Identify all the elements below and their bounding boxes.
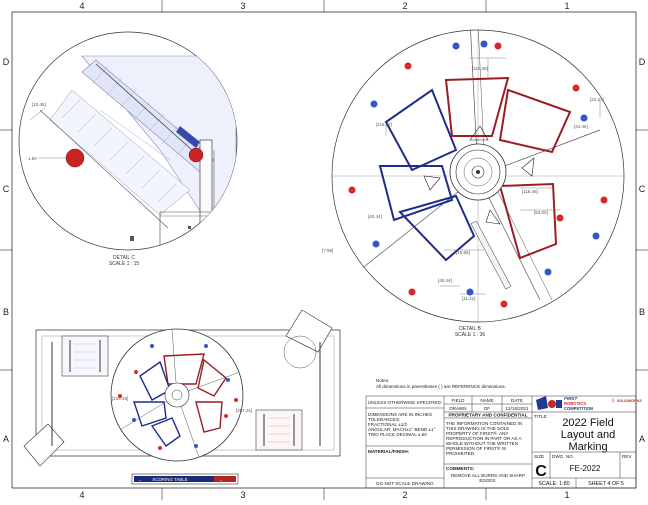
zone-col-3-bottom: 3 — [240, 490, 245, 500]
tb-title-label: TITLE: — [534, 414, 548, 419]
detail-b-label: DETAIL B — [459, 326, 481, 332]
zone-col-2-bottom: 2 — [402, 490, 407, 500]
zone-col-4-bottom: 4 — [79, 490, 84, 500]
left-arrow-icon: ← — [138, 478, 143, 484]
zone-row-b-left: B — [3, 307, 9, 317]
notes-heading: Notes: — [376, 378, 389, 383]
tb-spec-1: DIMENSIONS ARE IN INCHES — [368, 412, 432, 417]
tb-prop-line-2: THIS DRAWING IS THE SOLE — [446, 426, 509, 431]
scoring-table-label: SCORING TABLE — [152, 477, 187, 482]
zone-row-d-right: D — [639, 57, 646, 67]
dim-b-53-00: [53.00] — [534, 210, 548, 215]
dim-b-40-44-bottom: [40.44] — [438, 278, 452, 283]
tb-field-header: FIELD — [451, 398, 465, 403]
detail-c-label: DETAIL C — [113, 255, 135, 261]
tb-prop-line-7: PROHIBITED. — [446, 451, 475, 456]
dim-c-10-45: [10.45] — [32, 102, 46, 107]
tb-name-header: NAME — [480, 398, 493, 403]
tb-spec-4: ANGULAR: MACH±1° BEND ±1° — [368, 427, 436, 432]
zone-row-b-right: B — [639, 307, 645, 317]
detail-b-view: [110.38] [22.47] [116.17] [34.46] [118.4… — [322, 29, 625, 323]
zone-row-a-right: A — [639, 434, 645, 444]
tb-spec-2: TOLERANCES: — [368, 417, 400, 422]
dim-overview-219-25: [219.25] — [112, 396, 128, 401]
dim-b-116-17: [116.17] — [376, 122, 392, 127]
title-block — [365, 395, 637, 489]
tb-spec-5: TWO PLACE DECIMAL ±.50 — [368, 432, 427, 437]
tb-comment-1: REMOVE ALL BURRS AND SHARP — [451, 473, 525, 478]
tb-prop-line-6: PERMISSION OF FIRST® IS — [446, 445, 506, 451]
tb-comment-2: EDGES. — [479, 478, 496, 483]
tb-size-label: SIZE — [534, 454, 544, 459]
zone-col-1-top: 1 — [564, 1, 569, 11]
dim-overview-257-31: [257.31] — [236, 408, 252, 413]
zone-col-1-bottom: 1 — [564, 490, 569, 500]
zone-row-c-left: C — [3, 184, 10, 194]
dim-b-34-46: [34.46] — [574, 124, 588, 129]
tb-drawn: DRAWN — [449, 406, 466, 411]
tb-dwg-label: DWG. NO. — [552, 454, 574, 459]
tb-prop-line-1: THE INFORMATION CONTAINED IN — [446, 421, 522, 426]
dim-b-15-56: [15.56] — [456, 250, 470, 255]
zone-col-2-top: 2 — [402, 1, 407, 11]
dim-b-22-47: [22.47] — [590, 97, 604, 102]
dim-b-118-46: [118.46] — [522, 189, 538, 194]
tb-spec-3: FRACTIONAL ±1/2 — [368, 422, 408, 427]
tb-comments: COMMENTS: — [446, 466, 475, 471]
field-overview: [219.25] [257.31] — [23, 309, 341, 467]
tb-rev-label: REV — [622, 454, 632, 459]
tb-sheet: SHEET 4 OF 5 — [588, 481, 624, 487]
zone-col-3-top: 3 — [240, 1, 245, 11]
sponsor-mark-icon: § — [612, 398, 615, 403]
zone-row-a-left: A — [3, 434, 9, 444]
zone-row-d-left: D — [3, 57, 10, 67]
detail-c-view: [10.45] 1.50 — [18, 31, 238, 251]
dim-b-7-58: [7.58] — [322, 248, 333, 253]
logo-first-text: FIRST — [564, 396, 578, 401]
first-logo: FIRST ROBOTICS COMPETITION — [536, 396, 593, 411]
tb-drawn-date: 12/16/2021 — [506, 406, 529, 411]
tb-unless: UNLESS OTHERWISE SPECIFIED: — [368, 400, 442, 405]
tb-no-scale: DO NOT SCALE DRAWING — [376, 481, 434, 486]
notes-line-1: All dimensions in parentheses ( ) are RE… — [376, 384, 506, 389]
tb-proprietary-title: PROPRIETARY AND CONFIDENTIAL — [448, 413, 527, 418]
sponsor-logo: § SOLIDWORKS — [612, 398, 642, 403]
tb-prop-line-4: REPRODUCTION IN PART OR AS A — [446, 436, 522, 441]
dim-b-110-38: [110.38] — [472, 66, 488, 71]
dim-c-1-50: 1.50 — [28, 156, 37, 161]
tb-prop-line-3: PROPERTY OF FIRST®. ANY — [446, 430, 508, 436]
detail-c-scale: SCALE 1 : 15 — [109, 261, 140, 267]
drawing-title-line-2: Layout and — [561, 429, 615, 441]
dim-b-11-21: [11.21] — [462, 296, 475, 301]
logo-robotics-text: ROBOTICS — [564, 401, 586, 406]
zone-col-4-top: 4 — [79, 1, 84, 11]
tb-size: C — [535, 463, 547, 480]
zone-row-c-right: C — [639, 184, 646, 194]
tb-prop-line-5: WHOLE WITHOUT THE WRITTEN — [446, 441, 518, 446]
tb-dwg-no: FE-2022 — [570, 464, 601, 473]
sponsor-text: SOLIDWORKS — [617, 399, 642, 403]
scoring-table: SCORING TABLE ← → — [131, 473, 239, 485]
right-arrow-icon: → — [218, 478, 223, 484]
drawing-title-line-1: 2022 Field — [562, 417, 613, 429]
tb-date-header: DATE — [511, 398, 523, 403]
dim-b-40-44-left: [40.44] — [368, 214, 382, 219]
drawing-title-line-3: Marking — [568, 441, 607, 453]
tb-material: MATERIAL/FINISH: — [368, 449, 410, 454]
logo-competition-text: COMPETITION — [564, 406, 593, 411]
detail-b-scale: SCALE 1 : 36 — [455, 332, 486, 338]
tb-drawn-name: DF — [484, 406, 490, 411]
tb-scale: SCALE: 1:80 — [538, 481, 569, 487]
